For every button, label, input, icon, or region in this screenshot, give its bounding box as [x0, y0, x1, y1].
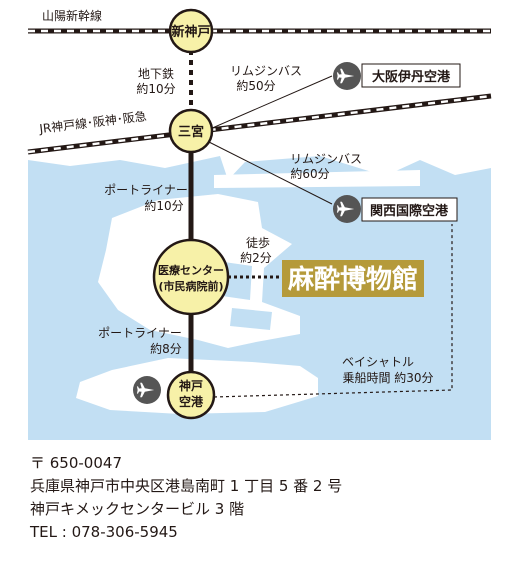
- bay-shuttle-label: ベイシャトル: [342, 355, 414, 369]
- limousine-bus-kansai-route: [208, 141, 333, 205]
- address-block: 〒 650-0047 兵庫県神戸市中央区港島南町 1 丁目 5 番 2 号 神戸…: [30, 452, 500, 544]
- subway-label: 地下鉄: [138, 66, 174, 81]
- subway-time: 約10分: [136, 81, 175, 96]
- street-address: 兵庫県神戸市中央区港島南町 1 丁目 5 番 2 号: [30, 477, 343, 495]
- bay-shuttle-time: 乗船時間 約30分: [342, 370, 433, 385]
- airport-itami-box: [361, 63, 461, 88]
- limousine-bus-itami-route: [209, 75, 333, 130]
- station-sublabel: (市民病院前): [158, 279, 223, 293]
- limousine-itami-label: リムジンバス: [230, 64, 302, 78]
- station-label: 神戸: [179, 378, 203, 393]
- sea-channels: [222, 262, 272, 330]
- jr-line-label: JR神戸線･阪神･阪急: [38, 108, 148, 136]
- portliner-2-label: ポートライナー: [98, 326, 182, 340]
- airport-itami-label: 大阪伊丹空港: [372, 69, 451, 85]
- station-label: 三宮: [178, 124, 204, 140]
- telephone: TEL : 078-306-5945: [30, 523, 178, 541]
- portliner-1-label: ポートライナー: [104, 183, 188, 197]
- limousine-kansai-label: リムジンバス: [290, 152, 362, 166]
- building-name: 神戸キメックセンタービル 3 階: [30, 500, 245, 518]
- airport-kansai-box: [361, 197, 458, 222]
- station-sublabel: 空港: [179, 394, 204, 409]
- airplane-icon: [333, 195, 361, 223]
- station-label: 新神戸: [171, 24, 210, 40]
- station-sannomiya: 三宮: [168, 108, 214, 154]
- station-shin-kobe: 新神戸: [168, 8, 214, 54]
- station-iryo-center: 医療センター (市民病院前): [152, 238, 230, 316]
- station-label: 医療センター: [158, 263, 224, 277]
- portliner-1-time: 約10分: [144, 198, 183, 213]
- limousine-itami-time: 約50分: [236, 78, 275, 93]
- airport-kansai-label: 関西国際空港: [370, 203, 449, 219]
- postal-code: 〒 650-0047: [30, 454, 122, 472]
- rail-lines: [27, 28, 492, 155]
- airplane-icon: [333, 62, 361, 90]
- destination-label: 麻酔博物館: [287, 264, 418, 295]
- limousine-kansai-time: 約60分: [290, 166, 329, 181]
- airplane-icon: [133, 376, 161, 404]
- access-map: 山陽新幹線 JR神戸線･阪神･阪急 地下鉄 約10分 リムジンバス 約50分 リ…: [27, 8, 492, 440]
- shinkansen-label: 山陽新幹線: [42, 8, 102, 23]
- station-kobe-airport: 神戸 空港: [166, 370, 216, 420]
- portliner-2-time: 約8分: [150, 341, 182, 356]
- walk-label: 徒歩: [246, 235, 270, 250]
- bay-shuttle-route: [213, 224, 453, 398]
- destination-box: [282, 260, 424, 297]
- walk-time: 約2分: [240, 250, 272, 265]
